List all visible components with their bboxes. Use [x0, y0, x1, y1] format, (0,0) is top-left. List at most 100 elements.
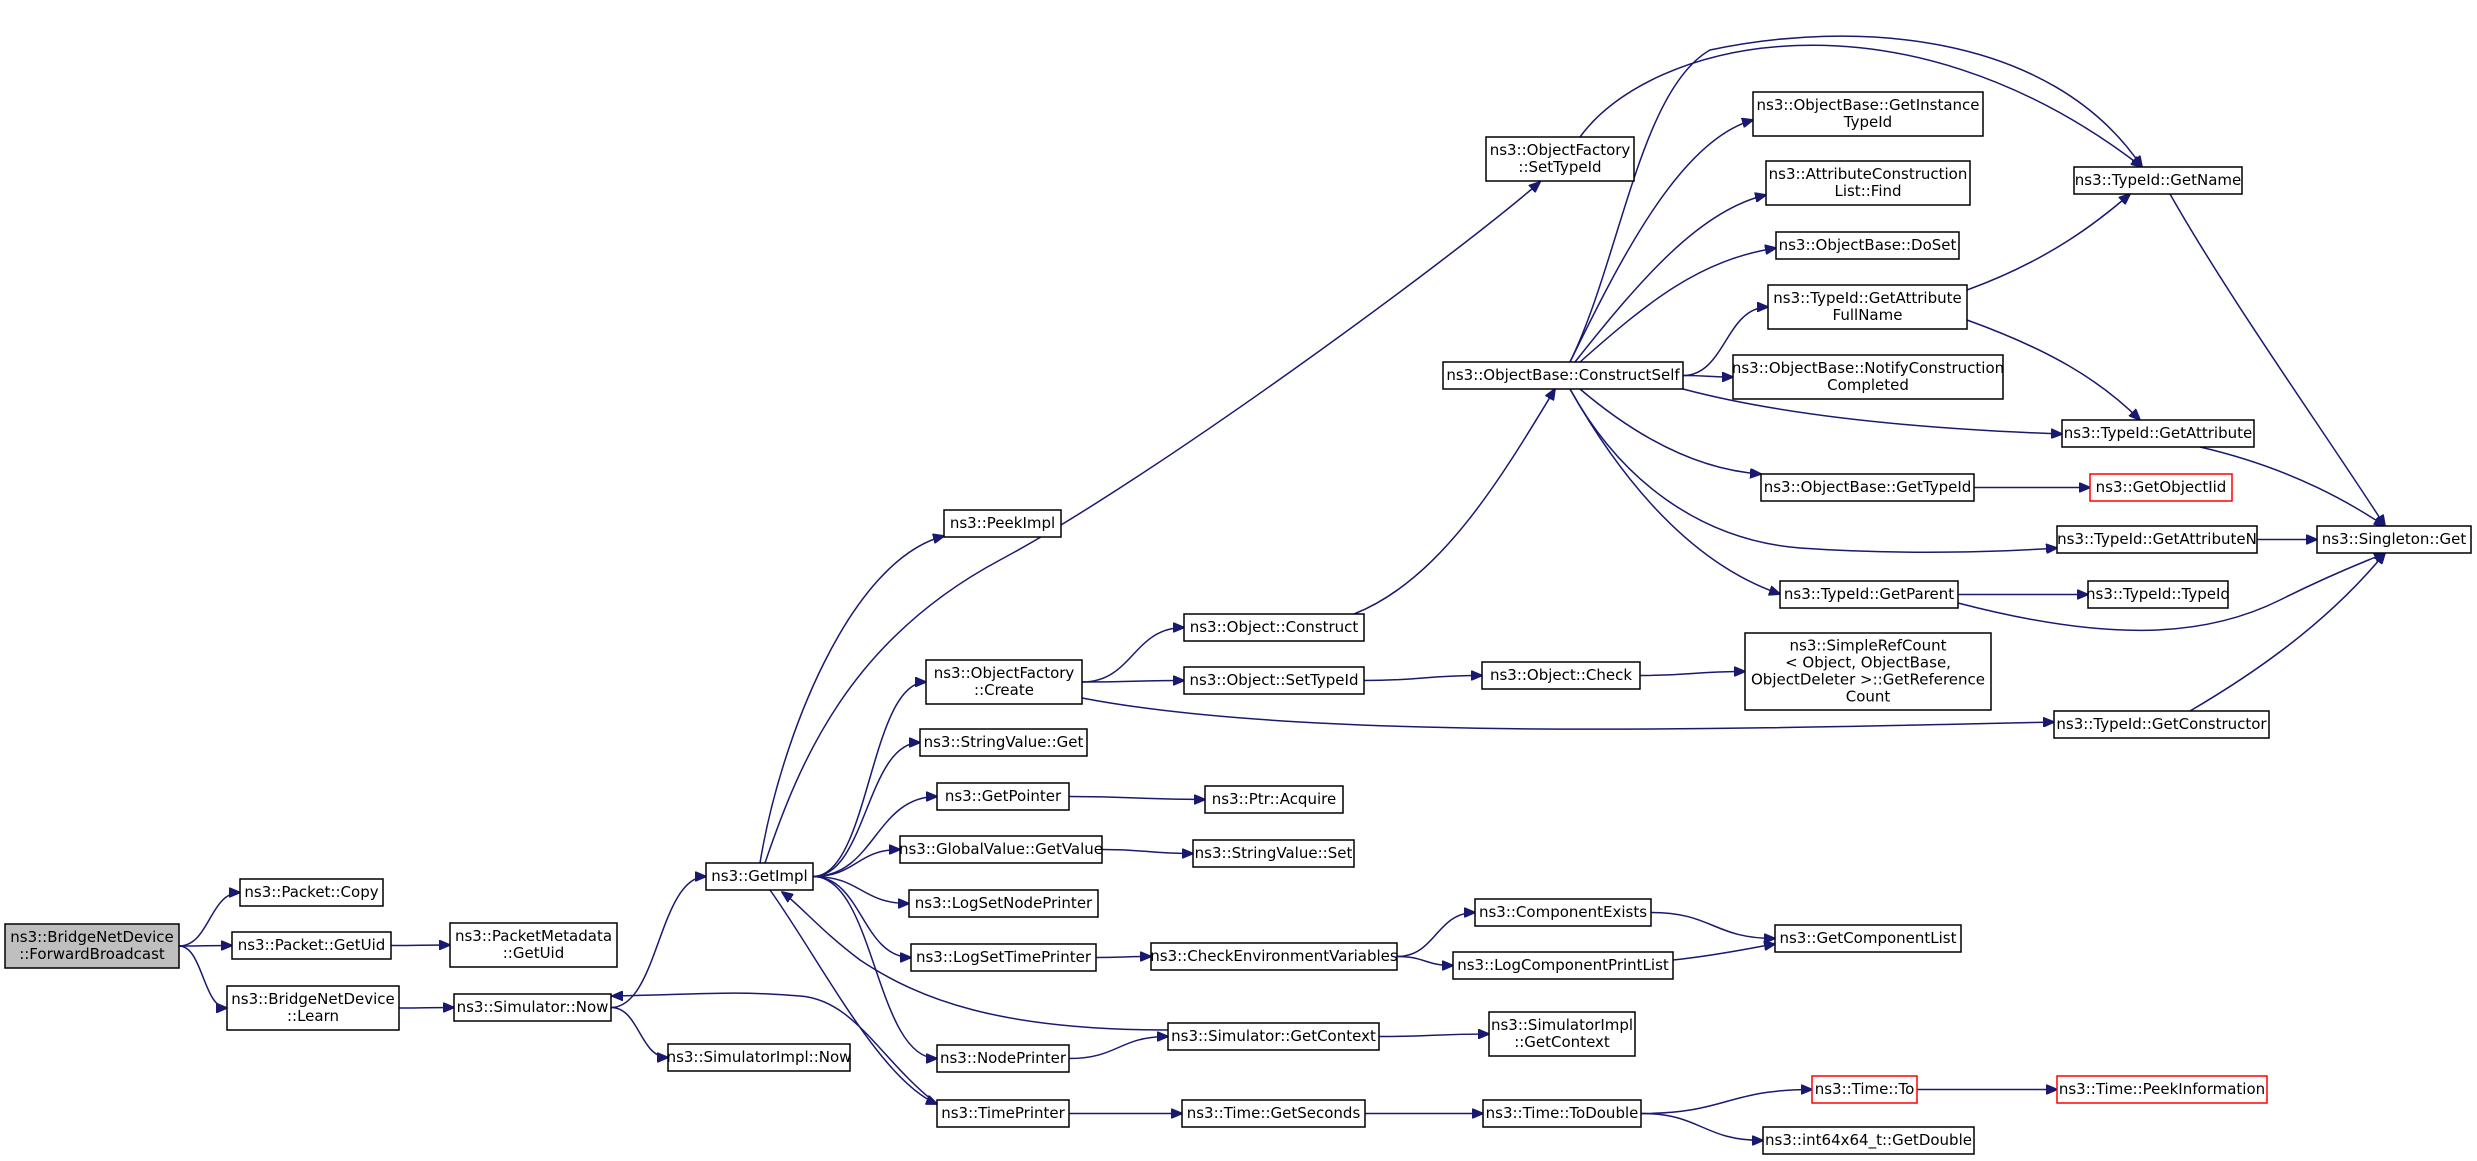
edge-checkenv-to-compexists	[1396, 913, 1475, 958]
node-box	[2061, 419, 2255, 448]
node-tidtypeid[interactable]: ns3::TypeId::TypeId	[2086, 580, 2230, 609]
node-objcheck[interactable]: ns3::Object::Check	[1481, 661, 1641, 690]
edge-getimpl-to-logsettime	[812, 875, 911, 958]
node-getpointer[interactable]: ns3::GetPointer	[936, 782, 1070, 811]
node-ptracquire[interactable]: ns3::Ptr::Acquire	[1204, 785, 1344, 814]
node-box	[1775, 231, 1960, 260]
node-box	[2087, 580, 2229, 609]
edge-nodeprinter-to-simgetctx	[1068, 1037, 1168, 1060]
node-box	[943, 509, 1062, 538]
node-simimplgetctx[interactable]: ns3::SimulatorImpl::GetContext	[1488, 1011, 1636, 1057]
edge-tidgetattr-to-singletonget	[2199, 446, 2385, 526]
node-obconstructself[interactable]: ns3::ObjectBase::ConstructSelf	[1442, 361, 1684, 390]
node-box	[1192, 839, 1355, 868]
node-strget[interactable]: ns3::StringValue::Get	[919, 728, 1088, 757]
node-box	[1779, 580, 1959, 609]
node-tidgetctor[interactable]: ns3::TypeId::GetConstructor	[2053, 710, 2270, 739]
node-objconstruct[interactable]: ns3::Object::Construct	[1183, 613, 1365, 642]
edge-pgetuid-to-pmeta	[390, 945, 450, 946]
edge-gvgetvalue-to-strset	[1101, 850, 1193, 854]
node-label: ns3::TypeId::GetAttributeN	[2057, 530, 2257, 548]
edge-tidgetattrfull-to-tidgetname	[1966, 194, 2130, 291]
node-box	[1760, 473, 1975, 502]
node-pmeta[interactable]: ns3::PacketMetadata::GetUid	[449, 922, 618, 968]
node-box	[1150, 942, 1398, 971]
node-box	[1183, 666, 1365, 695]
edge-getimpl-to-getpointer	[812, 797, 937, 878]
node-box	[919, 728, 1088, 757]
edge-obconstructself-to-tidgetattrn	[1569, 388, 2057, 552]
edge-ofcreate-to-objsettypeid	[1081, 681, 1184, 683]
node-label: ns3::StringValue::Set	[1195, 844, 1353, 862]
node-label: ns3::ObjectBase::ConstructSelf	[1446, 366, 1680, 384]
node-label: ns3::Object::SetTypeId	[1190, 671, 1359, 689]
node-box	[2053, 710, 2270, 739]
node-timetodouble[interactable]: ns3::Time::ToDouble	[1482, 1099, 1642, 1128]
node-ofcreate[interactable]: ns3::ObjectFactory::Create	[925, 659, 1083, 705]
edge-ofcreate-to-tidgetctor	[1081, 697, 2054, 730]
node-pcopy[interactable]: ns3::Packet::Copy	[239, 878, 384, 907]
node-ofsettypeid[interactable]: ns3::ObjectFactory::SetTypeId	[1485, 136, 1635, 182]
node-label: ns3::GetPointer	[945, 787, 1062, 805]
node-label: ns3::StringValue::Get	[924, 733, 1084, 751]
node-getimpl[interactable]: ns3::GetImpl	[705, 862, 814, 891]
node-simgetctx[interactable]: ns3::Simulator::GetContext	[1167, 1022, 1380, 1051]
node-objsettypeid[interactable]: ns3::Object::SetTypeId	[1183, 666, 1365, 695]
node-timegetsec[interactable]: ns3::Time::GetSeconds	[1181, 1099, 1366, 1128]
node-label: ns3::TypeId::GetConstructor	[2056, 715, 2267, 733]
node-box	[453, 993, 612, 1022]
node-obdoset[interactable]: ns3::ObjectBase::DoSet	[1775, 231, 1960, 260]
node-box	[925, 659, 1083, 705]
node-tidgetparent[interactable]: ns3::TypeId::GetParent	[1779, 580, 1959, 609]
node-box	[1181, 1099, 1366, 1128]
node-pgetuid[interactable]: ns3::Packet::GetUid	[231, 931, 392, 960]
node-fwd[interactable]: ns3::BridgeNetDevice::ForwardBroadcast	[4, 923, 180, 969]
node-obgettypeid[interactable]: ns3::ObjectBase::GetTypeId	[1760, 473, 1975, 502]
edge-tidgetparent-to-singletonget	[1957, 553, 2385, 632]
node-nodeprinter[interactable]: ns3::NodePrinter	[936, 1044, 1070, 1073]
node-gvgetvalue[interactable]: ns3::GlobalValue::GetValue	[899, 835, 1103, 864]
node-learn[interactable]: ns3::BridgeNetDevice::Learn	[226, 985, 400, 1031]
node-box	[226, 985, 400, 1031]
node-logsettime[interactable]: ns3::LogSetTimePrinter	[910, 943, 1097, 972]
node-label: ns3::NodePrinter	[940, 1049, 1067, 1067]
node-getcomplist[interactable]: ns3::GetComponentList	[1774, 924, 1962, 953]
node-label: ns3::TypeId::GetParent	[1784, 585, 1954, 603]
node-int64getdouble[interactable]: ns3::int64x64_t::GetDouble	[1762, 1126, 1975, 1155]
node-label: ns3::Singleton::Get	[2322, 530, 2467, 548]
node-tidgetname[interactable]: ns3::TypeId::GetName	[2073, 166, 2243, 195]
node-timeto[interactable]: ns3::Time::To	[1811, 1075, 1918, 1104]
node-timeprinter[interactable]: ns3::TimePrinter	[936, 1099, 1070, 1128]
node-box	[1204, 785, 1344, 814]
node-logcompprint[interactable]: ns3::LogComponentPrintList	[1452, 951, 1674, 980]
node-label: ns3::LogComponentPrintList	[1457, 956, 1669, 974]
node-label: ns3::PacketMetadata	[455, 927, 612, 945]
node-simnow[interactable]: ns3::Simulator::Now	[453, 993, 612, 1022]
node-tidgetattr[interactable]: ns3::TypeId::GetAttribute	[2061, 419, 2255, 448]
node-box	[936, 1044, 1070, 1073]
node-simimplnow[interactable]: ns3::SimulatorImpl::Now	[667, 1043, 852, 1072]
node-checkenv[interactable]: ns3::CheckEnvironmentVariables	[1150, 942, 1398, 971]
node-getobjectiid[interactable]: ns3::GetObjectIid	[2089, 473, 2233, 502]
node-singletonget[interactable]: ns3::Singleton::Get	[2316, 525, 2472, 554]
node-timepeekinfo[interactable]: ns3::Time::PeekInformation	[2056, 1075, 2268, 1104]
node-label: ns3::TypeId::GetName	[2075, 171, 2241, 189]
node-simplerefcount[interactable]: ns3::SimpleRefCount< Object, ObjectBase,…	[1744, 632, 1992, 711]
edge-timetodouble-to-timeto	[1640, 1090, 1812, 1115]
node-obnotify[interactable]: ns3::ObjectBase::NotifyConstructionCompl…	[1732, 354, 2004, 400]
node-logsetnode[interactable]: ns3::LogSetNodePrinter	[908, 889, 1099, 918]
node-box	[231, 931, 392, 960]
edge-getimpl-to-peekimpl	[759, 536, 944, 864]
node-peekimpl[interactable]: ns3::PeekImpl	[943, 509, 1062, 538]
node-compexists[interactable]: ns3::ComponentExists	[1474, 898, 1652, 927]
node-tidgetattrn[interactable]: ns3::TypeId::GetAttributeN	[2056, 525, 2258, 554]
node-label: FullName	[1833, 306, 1903, 324]
node-strset[interactable]: ns3::StringValue::Set	[1192, 839, 1355, 868]
node-box	[1452, 951, 1674, 980]
edge-getpointer-to-ptracquire	[1068, 797, 1205, 800]
edge-obconstructself-to-tidgetattr	[1682, 388, 2062, 434]
